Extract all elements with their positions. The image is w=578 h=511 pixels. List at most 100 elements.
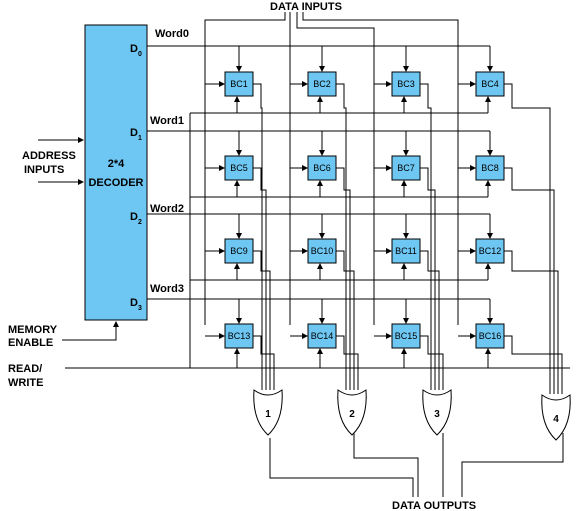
binary-cell: BC7 [391,155,421,181]
binary-cell-label: BC1 [230,79,248,89]
cell-output-wire [504,250,559,394]
binary-cell: BC6 [307,155,337,181]
binary-cell-label: BC3 [397,79,415,89]
or-gate: 2 [337,389,367,436]
memory-enable-label-1: MEMORY [8,324,58,336]
binary-cell: BC1 [224,71,254,97]
binary-cell-box [224,323,254,349]
binary-cell-label: BC15 [395,331,418,341]
binary-cell-label: BC2 [313,79,331,89]
or-gate-label: 2 [349,409,355,420]
binary-cell: BC12 [475,238,505,264]
read-write-label-2: WRITE [8,377,43,389]
binary-cell-box [307,323,337,349]
cell-output-wire [253,250,271,390]
cell-wiring [190,46,563,394]
memory-enable-label-2: ENABLE [8,337,53,349]
binary-cell-box [307,155,337,181]
binary-cell-box [475,238,505,264]
binary-cell-label: BC9 [230,246,248,256]
binary-cell: BC11 [391,238,421,264]
binary-cell: BC16 [475,323,505,349]
binary-cell-box [391,323,421,349]
or-gate-label: 4 [553,414,559,425]
binary-cell-box [475,155,505,181]
binary-cell-box [307,238,337,264]
decoder-box [84,24,148,321]
decoder-output-d0: D0 [130,43,142,58]
binary-cell-box [307,71,337,97]
cell-output-wire [504,83,551,394]
address-inputs-label-1: ADDRESS [22,150,76,162]
word1-label: Word1 [150,115,184,127]
binary-cell-label: BC7 [397,163,415,173]
word0-label: Word0 [155,28,189,40]
binary-cell-label: BC8 [481,163,499,173]
decoder-output-d3: D3 [130,297,142,312]
binary-cell: BC10 [307,238,337,264]
cell-output-wire [420,83,432,390]
cell-output-wire [504,335,563,394]
binary-cell-box [475,323,505,349]
decoder-output-d1: D1 [130,127,142,142]
cell-output-wire [336,335,359,390]
or-gates: 1 2 3 4 [253,389,571,441]
cell-output-wire [336,250,355,390]
cell-output-wire [420,167,436,390]
binary-cell-label: BC14 [311,331,334,341]
data-outputs-label: DATA OUTPUTS [392,500,476,511]
binary-cell-label: BC6 [313,163,331,173]
cell-output-wire [336,167,351,390]
cell-output-wire [253,83,263,390]
cell-output-wire [504,167,555,394]
or-gate: 4 [541,394,571,441]
cell-output-wire [420,335,444,390]
binary-cell: BC15 [391,323,421,349]
cell-output-wire [253,167,267,390]
binary-cell-box [224,155,254,181]
binary-cell: BC4 [475,71,505,97]
binary-cell-box [391,238,421,264]
binary-cell-box [475,71,505,97]
decoder-title-line1: 2*4 [108,158,125,170]
binary-cell: BC9 [224,238,254,264]
wiring [65,12,570,497]
memory-enable-wire [62,321,119,341]
word2-label: Word2 [150,203,184,215]
decoder-output-d2: D2 [130,211,142,226]
binary-cell-label: BC10 [311,246,334,256]
cell-output-wire [253,335,275,390]
or-gate: 1 [253,389,283,436]
binary-cell-box [224,238,254,264]
binary-cell: BC13 [224,323,254,349]
cell-output-wire [420,250,440,390]
or-gate-body [337,389,367,436]
binary-cell: BC8 [475,155,505,181]
binary-cell-label: BC5 [230,163,248,173]
or-gate-body [422,389,452,436]
binary-cell: BC2 [307,71,337,97]
address-inputs-label-2: INPUTS [24,164,64,176]
data-inputs-label: DATA INPUTS [270,1,342,13]
binary-cell-label: BC12 [479,246,502,256]
binary-cell-label: BC11 [395,246,417,256]
decoder: 2*4 DECODER D0 D1 D2 D3 [84,24,148,321]
binary-cell-box [391,71,421,97]
binary-cell-label: BC4 [481,79,499,89]
binary-cell-label: BC16 [479,331,502,341]
binary-cell-box [224,71,254,97]
or-gate-body [253,389,283,436]
binary-cell-box [391,155,421,181]
binary-cell: BC14 [307,323,337,349]
binary-cell-label: BC13 [228,331,251,341]
or-gate-label: 1 [265,409,271,420]
word3-label: Word3 [150,283,184,295]
decoder-title-line2: DECODER [88,177,143,189]
or-gate: 3 [422,389,452,436]
binary-cell: BC5 [224,155,254,181]
or-gate-label: 3 [434,409,440,420]
binary-cell: BC3 [391,71,421,97]
cell-output-wire [336,83,347,390]
